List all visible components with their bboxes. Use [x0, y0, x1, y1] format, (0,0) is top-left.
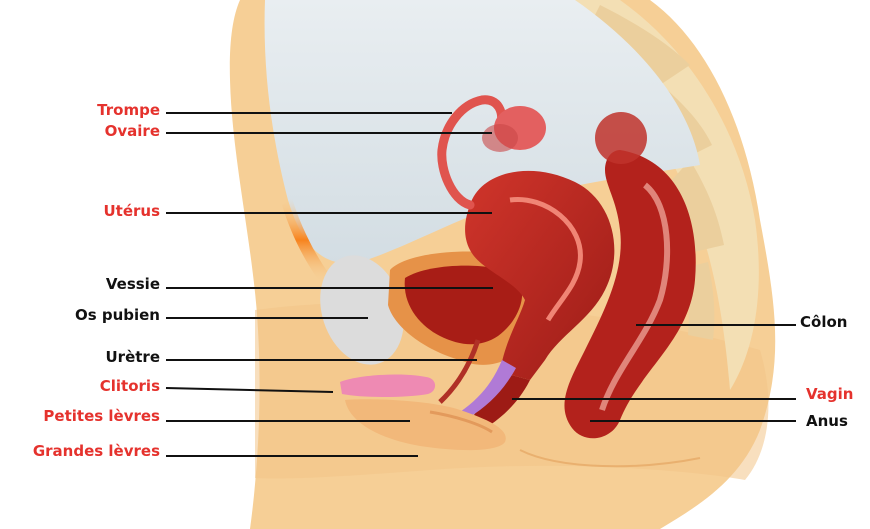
label-vessie: Vessie: [50, 275, 160, 293]
label-vagin: Vagin: [806, 385, 853, 403]
label-uretre: Urètre: [50, 348, 160, 366]
label-trompe: Trompe: [50, 101, 160, 119]
colon-upper: [595, 112, 647, 164]
label-petites-levres: Petites lèvres: [10, 407, 160, 425]
label-uterus: Utérus: [50, 202, 160, 220]
label-os-pubien: Os pubien: [30, 306, 160, 324]
label-ovaire: Ovaire: [50, 122, 160, 140]
label-anus: Anus: [806, 412, 848, 430]
label-grandes-levres: Grandes lèvres: [0, 442, 160, 460]
label-clitoris: Clitoris: [50, 377, 160, 395]
label-colon: Côlon: [800, 313, 847, 331]
ovary-shadow: [482, 124, 518, 152]
